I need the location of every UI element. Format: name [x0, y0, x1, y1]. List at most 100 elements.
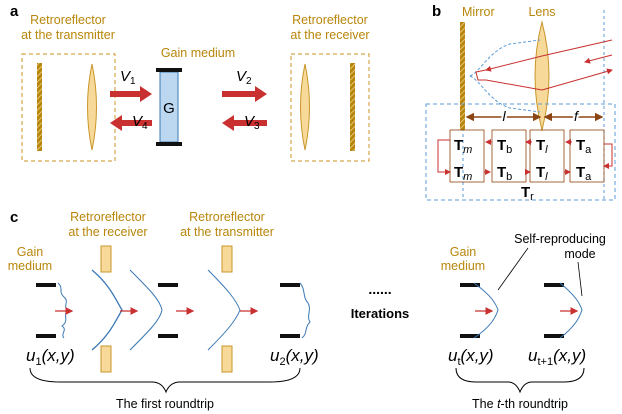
aperture-t1-bottom [544, 334, 564, 338]
loop-right [603, 143, 613, 169]
c-gain-1: Gain [17, 245, 43, 259]
receiver-title-1: Retroreflector [292, 13, 368, 27]
aperture-t-bottom [460, 334, 480, 338]
transmitter-mirror [37, 63, 42, 151]
matrix-r1-m: Tm [454, 137, 472, 156]
aperture-2-top [280, 283, 300, 287]
label-u2: u2(x,y) [270, 346, 319, 368]
matrix-r2-b: Tb [497, 164, 512, 183]
ray-out-2 [541, 68, 613, 91]
label-ut1: ut+1(x,y) [528, 346, 586, 368]
gain-medium-cap-bottom [156, 142, 182, 146]
c-rr-transmitter-2: at the transmitter [180, 225, 274, 239]
distance-f-label: f [574, 108, 580, 124]
profile-after-transmitter [207, 269, 241, 351]
gain-medium-title: Gain medium [161, 46, 235, 60]
transmitter-title-1: Retroreflector [30, 13, 106, 27]
panel-b-label: b [432, 3, 441, 20]
c-rr1-bottom [100, 345, 112, 373]
ray-in-1 [541, 39, 613, 57]
first-roundtrip-label: The first roundtrip [116, 397, 214, 411]
panel-a-label: a [10, 3, 19, 20]
arrow-v1-shape [110, 86, 152, 102]
c-rr1-top [100, 245, 112, 273]
v2-label: V2 [236, 68, 252, 87]
arrow-v4-shape [110, 115, 152, 131]
matrix-r1-b: Tb [497, 137, 512, 156]
receiver-title-2: at the receiver [290, 28, 369, 42]
panel-b-mirror [460, 22, 465, 130]
label-ut: ut(x,y) [448, 346, 494, 368]
profile-propagated [129, 269, 163, 351]
self-reproducing-1: Self-reproducing [514, 232, 606, 246]
brace-tth-roundtrip [455, 367, 585, 394]
matrix-r1-a: Ta [576, 137, 592, 156]
arrow-v4: V4 [110, 113, 152, 132]
c-rr-receiver-1: Retroreflector [70, 210, 146, 224]
ray-in-2 [485, 55, 543, 72]
receiver-mirror [350, 63, 355, 151]
iterations-label: Iterations [351, 306, 410, 321]
arrow-v1: V1 [110, 68, 152, 102]
aperture-t-top [460, 283, 480, 287]
ray-out-1 [485, 79, 543, 91]
c-rr2-top [221, 245, 233, 273]
tth-roundtrip-label: The t-th roundtrip [472, 397, 568, 411]
matrix-box-m [449, 129, 485, 183]
arrow-v2: V2 [222, 68, 267, 102]
mirror-label: Mirror [462, 5, 495, 19]
v3-label: V3 [244, 113, 260, 132]
receiver-lens [300, 63, 310, 151]
v1-label: V1 [120, 68, 136, 87]
matrix-box-b [491, 129, 527, 183]
matrix-r1-l: Tl [536, 137, 548, 156]
gain-letter: G [163, 100, 175, 117]
aperture-1-bottom [36, 334, 56, 338]
gain-medium: G [156, 68, 182, 146]
round-trip-matrix: Tr [521, 184, 534, 203]
matrix-box-l [529, 129, 565, 183]
ray-in-arrow [584, 54, 613, 64]
arrow-v2-shape [222, 86, 267, 102]
c-gain2-1: Gain [450, 245, 476, 259]
lens-label: Lens [528, 5, 555, 19]
panel-b-lens [534, 20, 550, 132]
aperture-3-bottom [158, 334, 178, 338]
transmitter-box [21, 53, 116, 162]
self-rep-pointer-1 [497, 247, 529, 291]
c-gain2-2: medium [441, 259, 485, 273]
ray-retro [475, 69, 487, 81]
label-u1: u1(x,y) [26, 346, 75, 368]
matrix-r2-a: Ta [576, 164, 592, 183]
envelope-bottom [469, 75, 541, 113]
apertures [36, 283, 564, 338]
distance-l-label: l [502, 108, 506, 124]
matrix-box-a [569, 129, 605, 183]
c-gain-2: medium [8, 259, 52, 273]
c-rr2-bottom [221, 345, 233, 373]
transfer-matrix-box [425, 103, 616, 201]
loop-left [437, 139, 451, 175]
field-profiles [57, 269, 583, 351]
ellipsis-dots: ...... [368, 281, 391, 297]
matrix-r2-m: Tm [454, 164, 472, 183]
aperture-3-top [158, 283, 178, 287]
panel-c-label: c [10, 209, 18, 226]
matrix-r2-l: Tl [536, 164, 548, 183]
matrix-grid [437, 129, 613, 183]
c-rr-receiver-2: at the receiver [68, 225, 147, 239]
profile-ut [473, 282, 499, 339]
brace-first-roundtrip [29, 367, 301, 394]
profile-after-receiver [91, 269, 123, 351]
gain-medium-cap-top [156, 68, 182, 72]
v4-label: V4 [132, 113, 148, 132]
arrow-v3-shape [222, 115, 267, 131]
arrow-v3: V3 [222, 113, 267, 132]
transmitter-lens [87, 63, 97, 151]
transmitter-title-2: at the transmitter [21, 28, 115, 42]
c-retroreflectors [100, 245, 233, 373]
profile-u2 [299, 282, 311, 339]
aperture-t1-top [544, 283, 564, 287]
